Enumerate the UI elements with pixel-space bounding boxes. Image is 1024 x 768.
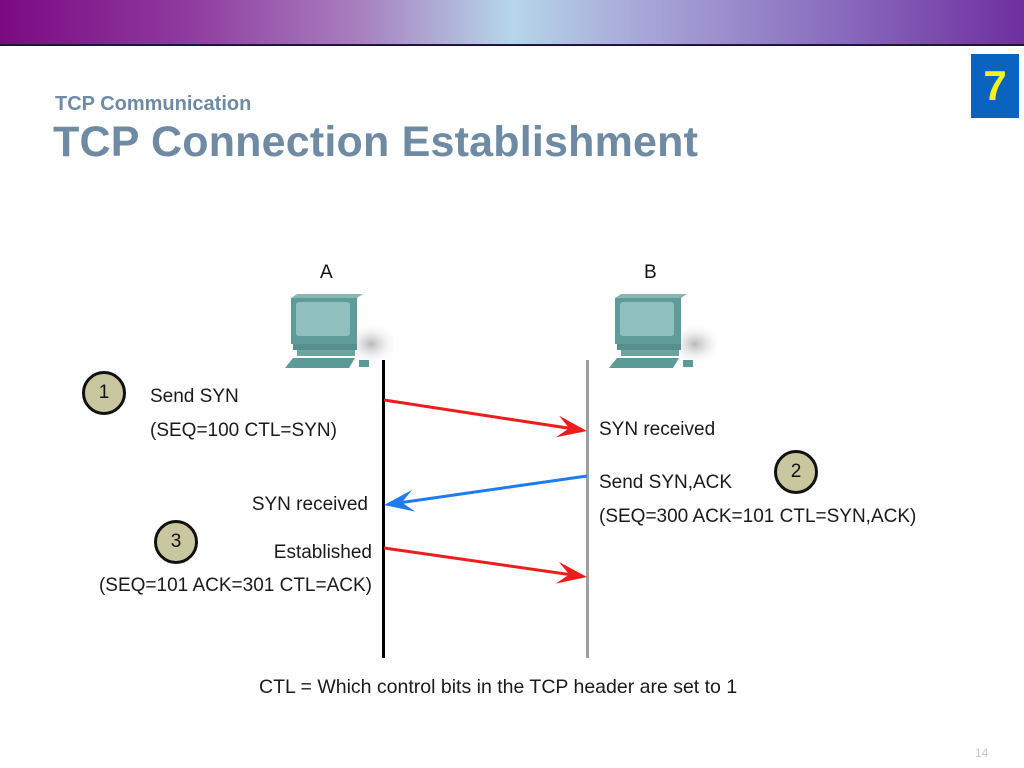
computer-icon	[609, 294, 717, 368]
title-bar-gradient	[0, 0, 1024, 46]
step-2-action: Send SYN,ACK	[599, 472, 733, 493]
arrow-shaft	[401, 474, 588, 504]
arrow-head	[384, 489, 416, 512]
host-b-label: B	[644, 262, 657, 283]
slide-badge: 7	[971, 54, 1019, 118]
arrow-head	[555, 415, 587, 438]
step-2-receiver-status: SYN received	[251, 494, 368, 515]
step-3-detail: (SEQ=101 ACK=301 CTL=ACK)	[98, 575, 372, 596]
host-a-label: A	[320, 262, 333, 283]
step-2-detail: (SEQ=300 ACK=101 CTL=SYN,ACK)	[599, 506, 917, 527]
host-a-timeline	[382, 360, 385, 658]
arrow-step-2	[384, 474, 588, 512]
host-b-timeline	[586, 360, 589, 658]
arrow-shaft	[383, 546, 570, 576]
arrow-head	[555, 561, 587, 584]
arrow-shaft	[383, 398, 570, 430]
step-3-action: Established	[273, 542, 372, 563]
step-1-detail: (SEQ=100 CTL=SYN)	[150, 420, 337, 441]
ctl-footnote: CTL = Which control bits in the TCP head…	[259, 676, 738, 698]
step-2-badge: 2	[774, 450, 818, 494]
step-1-action: Send SYN	[150, 386, 239, 407]
computer-icon	[285, 294, 393, 368]
step-3-badge: 3	[154, 520, 198, 564]
arrow-step-1	[383, 398, 587, 438]
step-1-receiver-status: SYN received	[599, 419, 716, 440]
slide-subtitle: TCP Communication	[55, 93, 252, 115]
arrow-step-3	[383, 546, 587, 584]
slide-title: TCP Connection Establishment	[53, 118, 699, 166]
page-number: 14	[975, 746, 989, 760]
step-1-badge: 1	[82, 371, 126, 415]
